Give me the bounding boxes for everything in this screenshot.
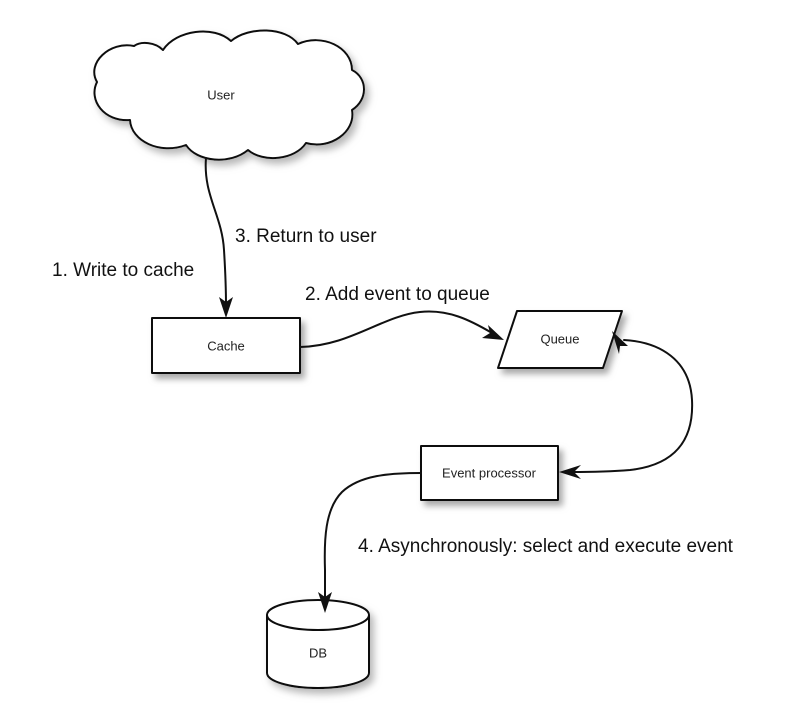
node-cache[interactable]: Cache	[151, 317, 301, 374]
event-processor-rect-shape	[420, 445, 559, 501]
node-db[interactable]: DB	[266, 599, 370, 689]
edge-queue-to-event-processor[interactable]	[559, 331, 694, 479]
node-label-event-processor: Event processor	[442, 465, 537, 480]
db-cylinder-body	[266, 614, 370, 689]
edge-cache-to-queue-path	[299, 310, 493, 348]
edge-user-to-cache-path	[204, 157, 227, 307]
node-queue[interactable]: Queue	[497, 310, 623, 369]
edge-label-3-return-to-user: 3. Return to user	[235, 226, 377, 247]
edge-label-2-add-event-to-queue: 2. Add event to queue	[305, 284, 490, 305]
edge-event-processor-to-db-path	[323, 472, 422, 601]
node-label-user: User	[207, 87, 235, 102]
edge-cache-to-queue-arrowhead	[482, 325, 504, 340]
node-event-processor[interactable]: Event processor	[420, 445, 559, 501]
edge-user-to-cache[interactable]	[204, 157, 233, 318]
node-user[interactable]: User	[93, 29, 365, 161]
user-cloud-shape	[93, 29, 365, 161]
edge-cache-to-queue[interactable]	[299, 310, 504, 348]
cache-rect-shape	[151, 317, 301, 374]
edge-queue-arrowhead-at-queue	[612, 331, 628, 354]
edge-user-to-cache-arrowhead	[219, 297, 233, 318]
edge-queue-to-event-processor-path	[571, 339, 694, 473]
node-label-queue: Queue	[540, 331, 579, 346]
edge-label-1-write-to-cache: 1. Write to cache	[52, 260, 194, 281]
edge-event-processor-to-db[interactable]	[318, 472, 422, 613]
db-cylinder-top	[266, 599, 370, 631]
node-label-db: DB	[309, 645, 327, 660]
queue-parallelogram-shape	[497, 310, 623, 369]
edge-queue-arrowhead-at-event-processor	[559, 465, 581, 479]
node-label-cache: Cache	[207, 338, 245, 353]
edge-event-processor-to-db-arrowhead	[318, 592, 332, 613]
edge-label-4-async-select-execute: 4. Asynchronously: select and execute ev…	[358, 536, 734, 557]
